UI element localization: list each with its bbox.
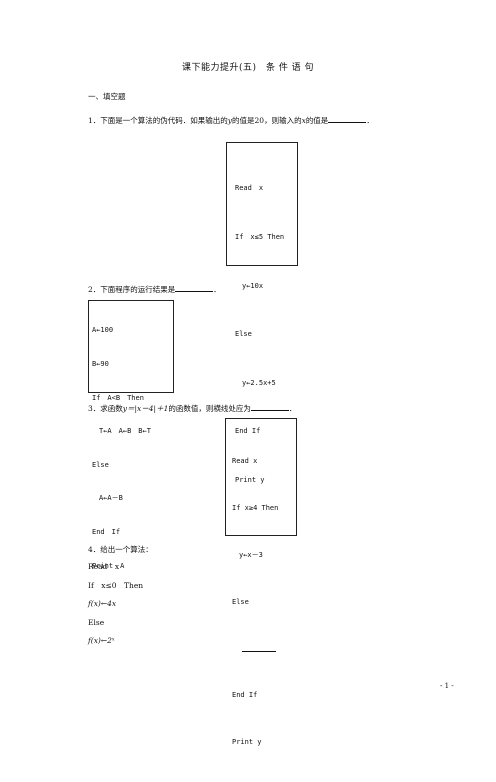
q1-var-y: y bbox=[227, 116, 233, 125]
q1-code-line: Read x bbox=[235, 184, 264, 193]
q1-code-line: If x≤5 Then bbox=[235, 233, 285, 242]
page-number: - 1 - bbox=[440, 682, 454, 690]
q1-end: 的值是 bbox=[305, 116, 329, 125]
q4-code-line: f(x)←4x bbox=[88, 599, 117, 609]
q3-code-line: If x≥4 Then bbox=[232, 503, 279, 512]
q1-code: Read x If x≤5 Then y←10x Else y←2.5x+5 E… bbox=[235, 148, 297, 521]
q4-code: Read x If x≤0 Then f(x)←4x Else f(x)←2ˣ bbox=[88, 558, 143, 651]
q3-code-line: Print y bbox=[232, 737, 262, 746]
q2-code-line: T←A A←B B←T bbox=[92, 427, 151, 436]
q4-code-line: f(x)←2ˣ bbox=[88, 636, 115, 646]
q4-code-line: Read x bbox=[88, 562, 120, 571]
q2-code: A←100 B←90 If A<B Then T←A A←B B←T Else … bbox=[92, 303, 173, 594]
question-1: 1．下面是一个算法的伪代码．如果输出的y的值是20，则输入的x的值是． bbox=[88, 114, 374, 125]
q2-code-line: Else bbox=[92, 460, 109, 469]
q3-code-line: y←x－3 bbox=[232, 550, 263, 559]
q1-code-line: y←2.5x+5 bbox=[235, 378, 276, 387]
q2-code-line: B←90 bbox=[92, 360, 109, 369]
q1-code-box: Read x If x≤5 Then y←10x Else y←2.5x+5 E… bbox=[226, 142, 298, 484]
q3-code-line: Read x bbox=[232, 457, 258, 466]
q3-code-line: Else bbox=[232, 597, 249, 606]
q1-mid: 的值是20，则输入的 bbox=[232, 116, 302, 125]
page-title: 课下能力提升(五) 条 件 语 句 bbox=[181, 63, 315, 73]
q3-code-blank-line bbox=[232, 641, 296, 657]
q2-text: 2．下面程序的运行结果是 bbox=[88, 285, 176, 294]
q2-code-line: A←A－B bbox=[92, 494, 123, 503]
q1-code-line: End If bbox=[235, 427, 261, 436]
q3-formula: y＝|x－4|＋1 bbox=[122, 404, 169, 413]
q4-code-line: Else bbox=[88, 617, 105, 627]
q2-answer-blank[interactable] bbox=[175, 283, 214, 292]
q1-code-line: Print y bbox=[235, 476, 265, 485]
q2-code-line: A←100 bbox=[92, 326, 114, 335]
q3-code-blank[interactable] bbox=[242, 641, 276, 653]
q3-code-line: End If bbox=[232, 691, 258, 700]
section-heading: 一、填空题 bbox=[88, 92, 126, 101]
q3-end: 的函数值，则横线处应为 bbox=[168, 404, 251, 413]
q3-answer-blank[interactable] bbox=[250, 402, 289, 411]
q2-code-line: End If bbox=[92, 528, 121, 537]
question-4: 4．给出一个算法： bbox=[88, 545, 153, 554]
question-2: 2．下面程序的运行结果是． bbox=[88, 283, 221, 294]
q3-text: 3．求函数 bbox=[88, 404, 123, 413]
q2-code-line: Print A bbox=[92, 561, 125, 570]
q1-var-x: x bbox=[301, 116, 306, 125]
q3-code-box: Read x If x≥4 Then y←x－3 Else End If Pri… bbox=[225, 418, 297, 746]
q1-code-line: Else bbox=[235, 330, 252, 339]
q2-code-box: A←100 B←90 If A<B Then T←A A←B B←T Else … bbox=[88, 300, 174, 570]
q2-code-line: If A<B Then bbox=[92, 393, 144, 402]
question-3: 3．求函数y＝|x－4|＋1的函数值，则横线处应为． bbox=[88, 402, 297, 413]
q1-answer-blank[interactable] bbox=[328, 114, 367, 123]
q1-text: 1．下面是一个算法的伪代码．如果输出的 bbox=[88, 116, 228, 125]
q4-code-line: If x≤0 Then bbox=[88, 580, 144, 590]
q3-code: Read x If x≥4 Then y←x－3 Else End If Pri… bbox=[232, 423, 296, 782]
q1-code-line: y←10x bbox=[235, 281, 264, 290]
